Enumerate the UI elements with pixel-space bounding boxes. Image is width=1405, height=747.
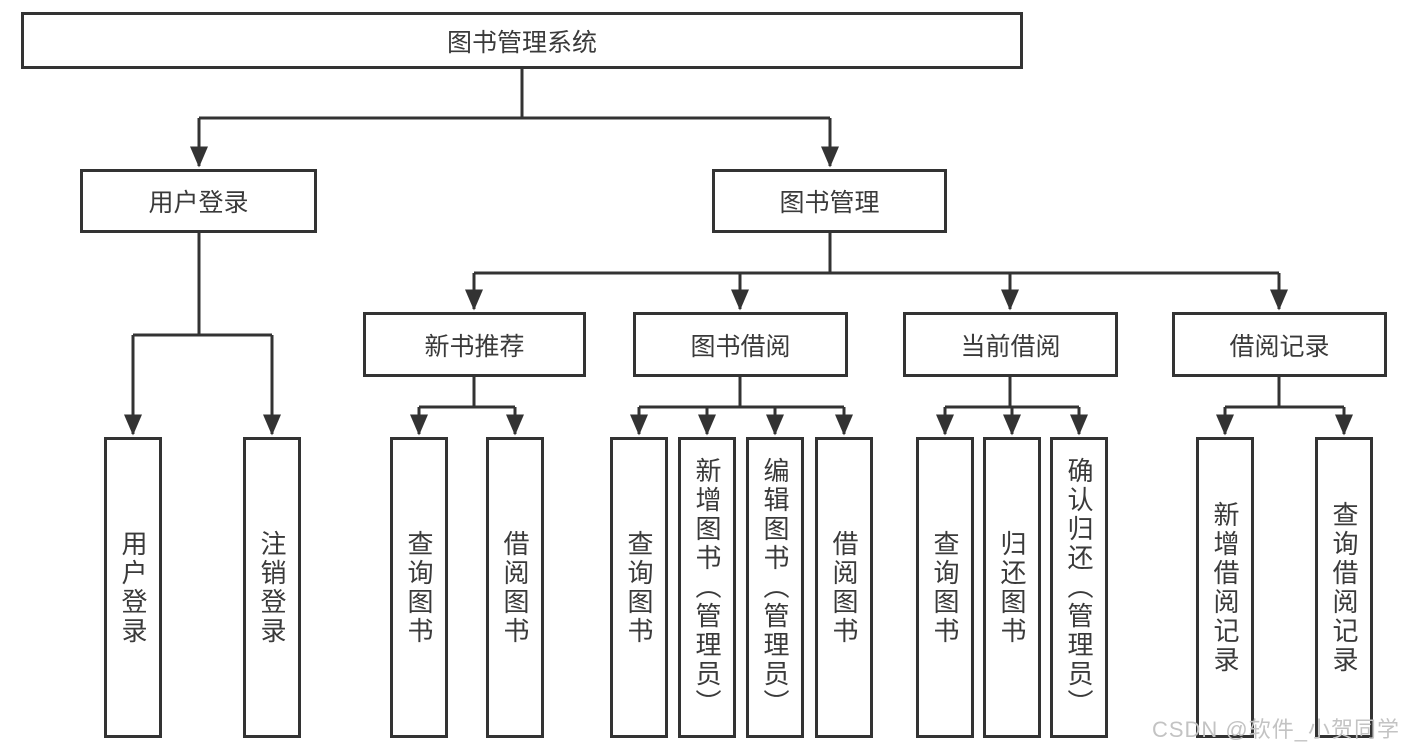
leaf-current-return-book-label: 归还图书 [997, 529, 1027, 646]
leaf-user-login-label: 用户登录 [118, 529, 148, 646]
node-new-book-recommend-label: 新书推荐 [424, 332, 525, 361]
leaf-recommend-borrow-book-label: 借阅图书 [500, 529, 530, 646]
node-current-borrow: 当前借阅 [903, 312, 1118, 377]
leaf-current-confirm-return-admin-label: 确认归还（管理员） [1064, 457, 1094, 718]
node-borrow-records-label: 借阅记录 [1229, 332, 1330, 361]
leaf-records-query-record-label: 查询借阅记录 [1329, 500, 1359, 675]
leaf-borrow-query-book-label: 查询图书 [624, 529, 654, 646]
leaf-logout-label: 注销登录 [257, 529, 287, 646]
branch-borrow-records [1216, 377, 1353, 436]
node-user-login: 用户登录 [80, 169, 317, 233]
branch-user-login [124, 233, 281, 436]
node-root-label: 图书管理系统 [446, 28, 597, 57]
leaf-current-return-book: 归还图书 [983, 437, 1041, 738]
leaf-current-query-book: 查询图书 [916, 437, 974, 738]
leaf-current-confirm-return-admin: 确认归还（管理员） [1050, 437, 1108, 738]
leaf-borrow-add-book-admin-label: 新增图书（管理员） [692, 457, 722, 718]
leaf-logout: 注销登录 [243, 437, 301, 738]
node-book-borrow: 图书借阅 [633, 312, 848, 377]
leaf-borrow-borrow-book: 借阅图书 [815, 437, 873, 738]
branch-book-borrow [630, 377, 853, 436]
node-new-book-recommend: 新书推荐 [363, 312, 586, 377]
branch-root [190, 69, 839, 168]
branch-new-book-recommend [410, 377, 524, 436]
leaf-borrow-query-book: 查询图书 [610, 437, 668, 738]
leaf-user-login: 用户登录 [104, 437, 162, 738]
leaf-records-query-record: 查询借阅记录 [1315, 437, 1373, 738]
leaf-recommend-query-book-label: 查询图书 [404, 529, 434, 646]
leaf-current-query-book-label: 查询图书 [930, 529, 960, 646]
node-book-management-label: 图书管理 [779, 189, 880, 217]
leaf-borrow-add-book-admin: 新增图书（管理员） [678, 437, 736, 738]
leaf-records-add-record-label: 新增借阅记录 [1210, 500, 1240, 675]
leaf-borrow-borrow-book-label: 借阅图书 [829, 529, 859, 646]
branch-book-management [465, 233, 1288, 311]
node-current-borrow-label: 当前借阅 [960, 332, 1061, 361]
node-borrow-records: 借阅记录 [1172, 312, 1387, 377]
leaf-recommend-query-book: 查询图书 [390, 437, 448, 738]
node-book-borrow-label: 图书借阅 [690, 332, 791, 361]
node-user-login-label: 用户登录 [148, 189, 249, 217]
leaf-borrow-edit-book-admin-label: 编辑图书（管理员） [760, 457, 790, 718]
csdn-watermark: CSDN @软件_小贺同学 [1151, 717, 1400, 742]
branch-current-borrow [936, 377, 1088, 436]
node-book-management: 图书管理 [712, 169, 947, 233]
node-root-system: 图书管理系统 [21, 12, 1023, 69]
leaf-recommend-borrow-book: 借阅图书 [486, 437, 544, 738]
leaf-borrow-edit-book-admin: 编辑图书（管理员） [746, 437, 804, 738]
leaf-records-add-record: 新增借阅记录 [1196, 437, 1254, 738]
